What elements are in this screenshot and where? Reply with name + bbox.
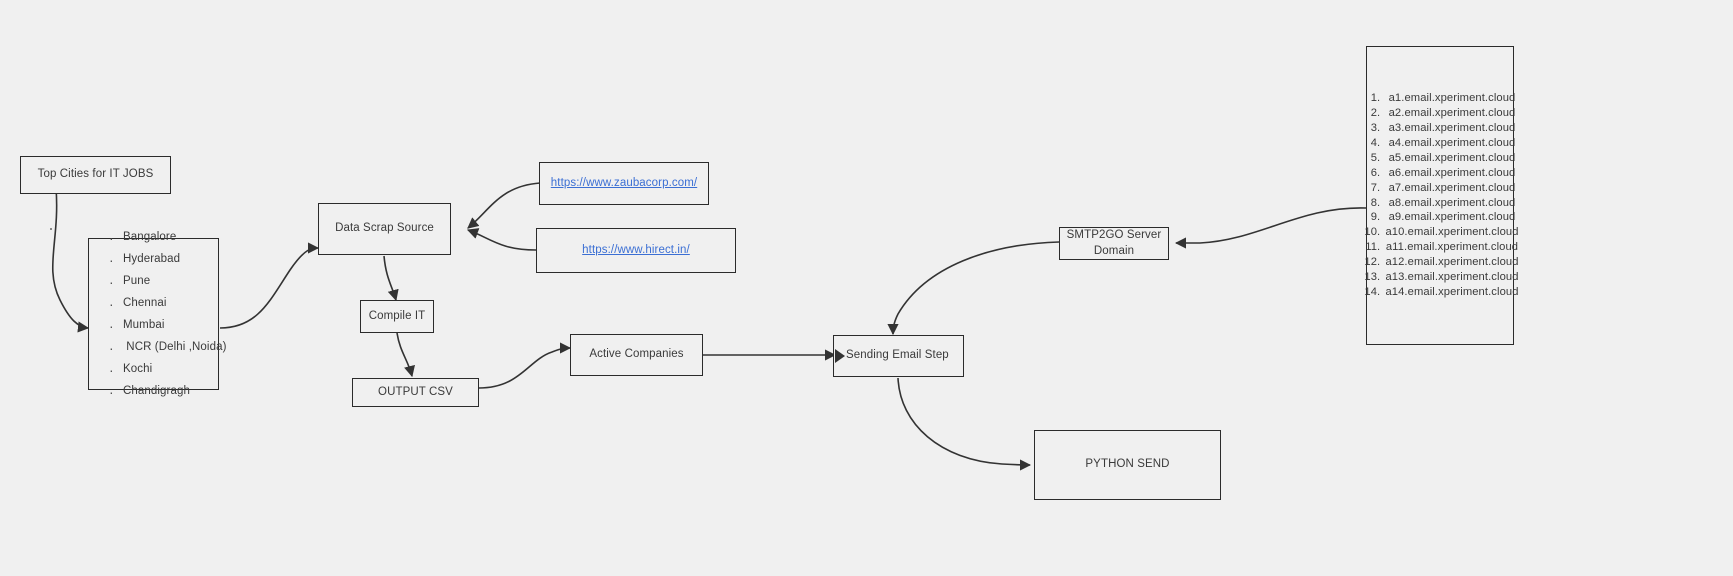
list-item: a4.email.xperiment.cloud (1383, 136, 1518, 151)
edge-smtp2go-to-sending-email (887, 241, 1060, 336)
node-active-companies[interactable]: Active Companies (570, 334, 703, 376)
node-output-csv-label: OUTPUT CSV (378, 386, 453, 398)
edge-url2-to-data-scrap (466, 228, 537, 251)
list-item: Chennai (109, 291, 227, 318)
source-url-zaubacorp-link[interactable]: https://www.zaubacorp.com/ (550, 176, 698, 189)
list-item: a13.email.xperiment.cloud (1383, 270, 1518, 285)
edge-output-csv-to-active-companies (478, 342, 572, 389)
list-item: a8.email.xperiment.cloud (1383, 196, 1518, 211)
list-item: Chandigragh (109, 379, 227, 406)
node-source-url-zaubacorp[interactable]: https://www.zaubacorp.com/ (539, 162, 709, 205)
edge-top-cities-to-city-list (51, 187, 90, 333)
node-top-cities-label: Top Cities for IT JOBS (37, 168, 154, 181)
list-item: a3.email.xperiment.cloud (1383, 121, 1518, 136)
node-data-scrap-source-label: Data Scrap Source (335, 222, 434, 235)
list-item: a9.email.xperiment.cloud (1383, 210, 1518, 225)
node-compile-it-label: Compile IT (368, 309, 426, 322)
node-sending-email-step[interactable]: Sending Email Step (833, 335, 964, 377)
edge-sending-email-to-python-send (897, 377, 1032, 471)
list-item: a5.email.xperiment.cloud (1383, 151, 1518, 166)
node-compile-it[interactable]: Compile IT (360, 300, 434, 333)
list-item: a7.email.xperiment.cloud (1383, 181, 1518, 196)
list-item: a2.email.xperiment.cloud (1383, 106, 1518, 121)
node-smtp2go-label-line2: Domain (1093, 244, 1135, 257)
node-top-cities[interactable]: Top Cities for IT JOBS (20, 156, 171, 194)
list-item: Hyderabad (109, 247, 227, 274)
edge-data-scrap-to-compile-it (383, 255, 399, 302)
edge-city-list-to-data-scrap (219, 242, 320, 329)
list-item: Bangalore (109, 225, 227, 252)
list-item: Pune (109, 269, 227, 296)
node-python-send[interactable]: PYTHON SEND (1034, 430, 1221, 500)
node-city-list[interactable]: Bangalore Hyderabad Pune Chennai Mumbai … (88, 225, 226, 406)
sending-email-inbound-arrowhead (835, 349, 845, 363)
node-smtp2go-label-line1: SMTP2GO Server (1066, 228, 1162, 241)
node-output-csv[interactable]: OUTPUT CSV (352, 378, 479, 407)
node-smtp2go-server-domain[interactable]: SMTP2GO Server Domain (1059, 227, 1169, 260)
list-item: Mumbai (109, 313, 227, 340)
node-domain-list[interactable]: a1.email.xperiment.cloud a2.email.xperim… (1366, 46, 1518, 345)
node-source-url-hirect[interactable]: https://www.hirect.in/ (536, 228, 736, 273)
edge-compile-it-to-output-csv (396, 332, 415, 378)
list-item: a6.email.xperiment.cloud (1383, 166, 1518, 181)
list-item: a11.email.xperiment.cloud (1383, 240, 1518, 255)
list-item: Kochi (109, 357, 227, 384)
list-item: a1.email.xperiment.cloud (1383, 91, 1518, 106)
source-url-hirect-link[interactable]: https://www.hirect.in/ (582, 243, 690, 256)
node-sending-email-step-label: Sending Email Step (846, 349, 949, 362)
list-item: a14.email.xperiment.cloud (1383, 285, 1518, 300)
node-data-scrap-source[interactable]: Data Scrap Source (318, 203, 451, 255)
node-active-companies-label: Active Companies (589, 348, 684, 361)
list-item: a12.email.xperiment.cloud (1383, 255, 1518, 270)
stray-dot-mark (50, 228, 52, 230)
node-python-send-label: PYTHON SEND (1085, 458, 1170, 471)
domain-list: a1.email.xperiment.cloud a2.email.xperim… (1351, 91, 1528, 299)
list-item: NCR (Delhi ,Noida) (109, 335, 227, 362)
city-list: Bangalore Hyderabad Pune Chennai Mumbai … (89, 225, 227, 407)
edge-url1-to-data-scrap (467, 182, 541, 229)
list-item: a10.email.xperiment.cloud (1383, 225, 1518, 240)
edge-domain-list-to-smtp2go (1174, 207, 1367, 249)
